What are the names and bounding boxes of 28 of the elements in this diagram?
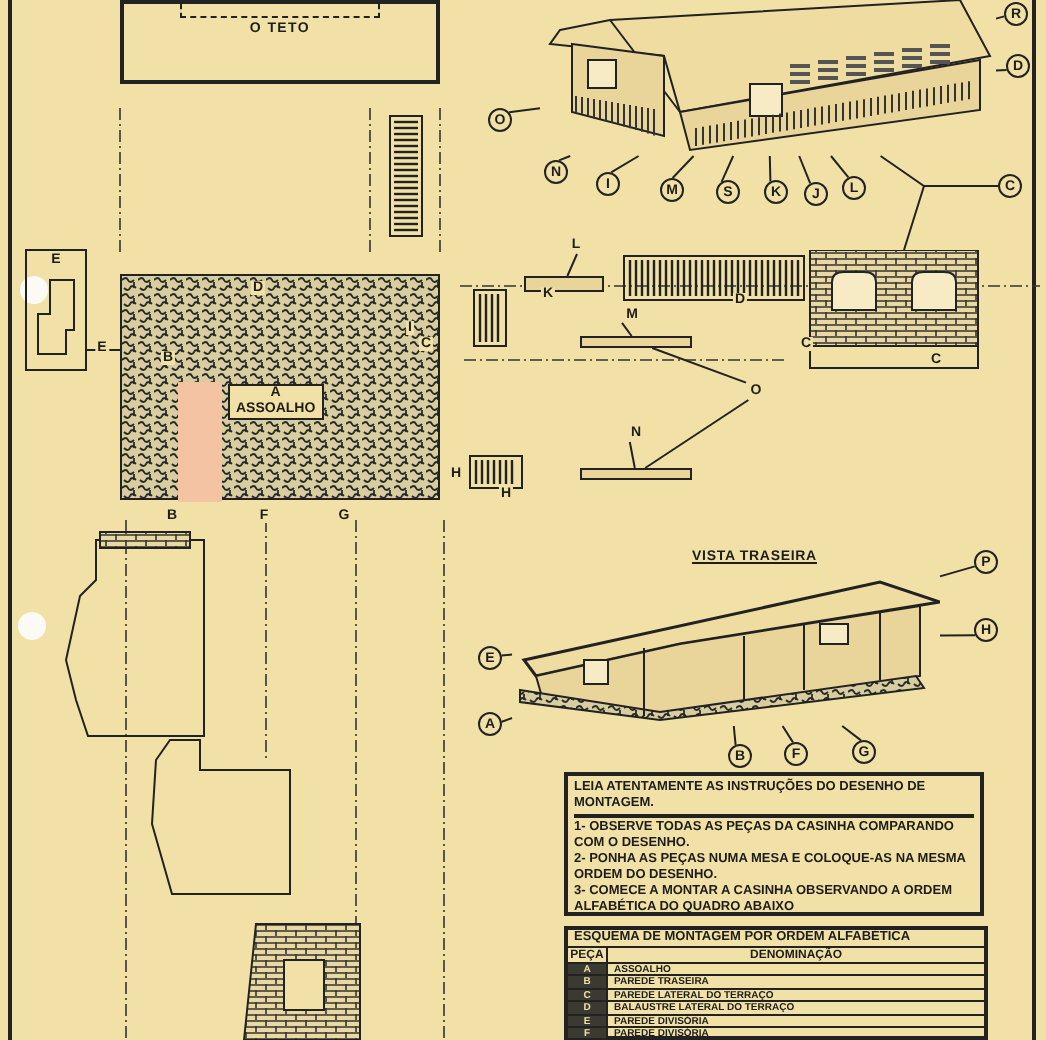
leader-line <box>830 155 850 179</box>
roof-panel <box>120 0 440 84</box>
beam-piece <box>580 336 692 348</box>
leader-line <box>939 565 976 578</box>
leader-line <box>781 725 794 744</box>
leader-line <box>671 155 695 179</box>
leader-line <box>768 155 772 183</box>
leader-line <box>995 15 1006 20</box>
leader-line <box>732 725 737 746</box>
beam-piece <box>580 468 692 480</box>
leader-line <box>720 155 735 183</box>
instructions-box <box>564 772 984 916</box>
leader-line <box>939 634 977 637</box>
leader-line <box>621 321 633 337</box>
leader-line <box>566 253 578 277</box>
leader-line <box>500 717 513 723</box>
leader-line <box>500 653 513 657</box>
leader-line <box>798 155 812 185</box>
leader-line <box>903 185 999 251</box>
leader-line <box>508 107 541 114</box>
leader-line <box>995 69 1008 72</box>
leader-line <box>841 725 862 742</box>
leader-line <box>628 441 636 469</box>
leader-line <box>610 155 640 174</box>
leader-line <box>644 399 750 469</box>
floor-panel <box>120 274 440 500</box>
assembly-table <box>564 926 988 1040</box>
leader-line <box>651 347 747 384</box>
